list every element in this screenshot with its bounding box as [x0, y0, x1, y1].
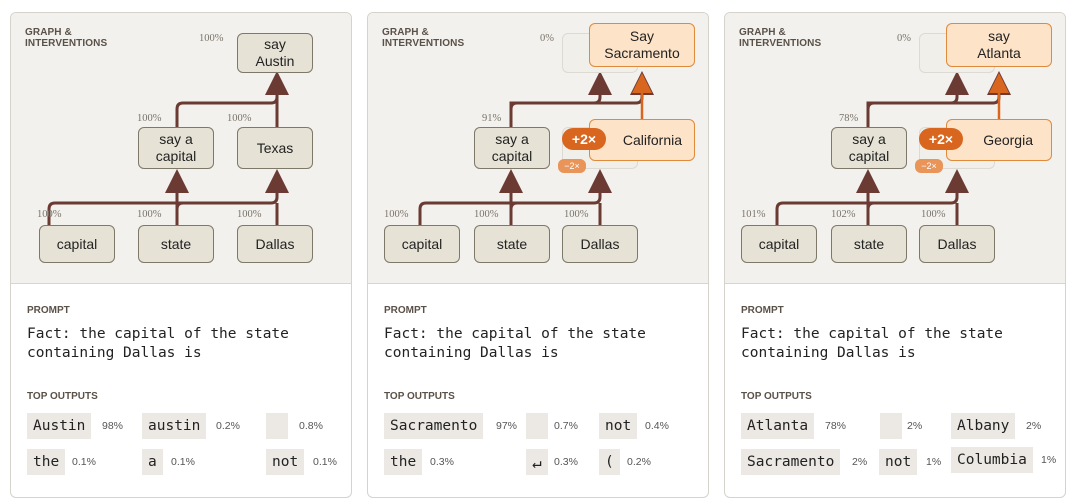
input-node-capital[interactable]: capital: [39, 225, 115, 263]
output-token: Columbia: [951, 447, 1033, 473]
graph-title: GRAPH &INTERVENTIONS: [25, 27, 108, 49]
plus-2x-badge[interactable]: +2×: [919, 128, 963, 150]
output-pct: 0%: [540, 33, 554, 44]
mid-right-pct: 100%: [227, 113, 252, 124]
graph-wires: [775, 71, 1011, 225]
minus-2x-badge[interactable]: −2×: [558, 159, 586, 173]
top-outputs-label: TOP OUTPUTS: [384, 391, 455, 402]
output-pct: 1%: [926, 456, 942, 468]
input-pct: 100%: [37, 209, 62, 220]
input-node-dallas[interactable]: Dallas: [919, 225, 995, 263]
output-token-blank: [526, 413, 548, 439]
return-token: ↵: [526, 449, 548, 475]
output-pct: 0.2%: [627, 456, 651, 468]
output-token: not: [266, 449, 305, 475]
mid-left-pct: 100%: [137, 113, 162, 124]
panel-sacramento: GRAPH &INTERVENTIONS 0% A SaySacramento …: [367, 12, 709, 498]
top-outputs-label: TOP OUTPUTS: [741, 391, 812, 402]
texas-node[interactable]: Texas: [237, 127, 313, 169]
input-node-state[interactable]: state: [831, 225, 907, 263]
output-token: Atlanta: [741, 413, 815, 439]
output-pct: 2%: [1026, 420, 1042, 432]
output-pct: 78%: [825, 420, 847, 432]
output-pct: 0.3%: [430, 456, 454, 468]
california-node[interactable]: California: [589, 119, 695, 161]
input-pct: 101%: [741, 209, 766, 220]
input-pct: 100%: [564, 209, 589, 220]
output-token: the: [384, 449, 423, 475]
plus-2x-badge[interactable]: +2×: [562, 128, 606, 150]
input-node-capital[interactable]: capital: [741, 225, 817, 263]
output-pct: 0.7%: [554, 420, 578, 432]
graph-wires: [418, 71, 654, 225]
prompt-label: PROMPT: [741, 305, 784, 316]
output-token: (: [599, 449, 620, 475]
output-pct: 0.1%: [171, 456, 195, 468]
output-pct: 1%: [1041, 454, 1057, 466]
graph-title: GRAPH &INTERVENTIONS: [382, 27, 465, 49]
input-pct: 102%: [831, 209, 856, 220]
output-token: Sacramento: [741, 449, 841, 475]
output-pct: 98%: [102, 420, 124, 432]
input-node-state[interactable]: state: [474, 225, 550, 263]
output-pct: 97%: [496, 420, 518, 432]
output-token: the: [27, 449, 66, 475]
output-pct: 0.8%: [299, 420, 323, 432]
output-pct: 0%: [897, 33, 911, 44]
input-pct: 100%: [474, 209, 499, 220]
graph-area: GRAPH &INTERVENTIONS 0% A SaySacramento …: [368, 13, 708, 284]
output-token: not: [879, 449, 918, 475]
input-pct: 100%: [384, 209, 409, 220]
output-pct: 0.3%: [554, 456, 578, 468]
output-token: Sacramento: [384, 413, 484, 439]
georgia-node[interactable]: Georgia: [946, 119, 1052, 161]
output-token-blank: [266, 413, 288, 439]
output-pct: 0.1%: [72, 456, 96, 468]
input-node-capital[interactable]: capital: [384, 225, 460, 263]
output-token: Albany: [951, 413, 1016, 439]
prompt-label: PROMPT: [384, 305, 427, 316]
output-token: austin: [142, 413, 207, 439]
mid-left-pct: 78%: [839, 113, 859, 124]
output-pct: 2%: [852, 456, 868, 468]
input-pct: 100%: [237, 209, 262, 220]
input-pct: 100%: [137, 209, 162, 220]
output-pct: 0.2%: [216, 420, 240, 432]
input-node-state[interactable]: state: [138, 225, 214, 263]
input-node-dallas[interactable]: Dallas: [562, 225, 638, 263]
output-pct: 100%: [199, 33, 224, 44]
output-pct: 0.1%: [313, 456, 337, 468]
output-token-blank: [880, 413, 902, 439]
prompt-label: PROMPT: [27, 305, 70, 316]
output-pct: 0.4%: [645, 420, 669, 432]
output-token: not: [599, 413, 638, 439]
input-pct: 100%: [921, 209, 946, 220]
output-token: Austin: [27, 413, 92, 439]
graph-title: GRAPH &INTERVENTIONS: [739, 27, 822, 49]
output-pct: 2%: [907, 420, 923, 432]
output-token: a: [142, 449, 163, 475]
minus-2x-badge[interactable]: −2×: [915, 159, 943, 173]
input-node-dallas[interactable]: Dallas: [237, 225, 313, 263]
mid-left-pct: 91%: [482, 113, 502, 124]
graph-wires: [47, 71, 289, 225]
top-outputs-label: TOP OUTPUTS: [27, 391, 98, 402]
